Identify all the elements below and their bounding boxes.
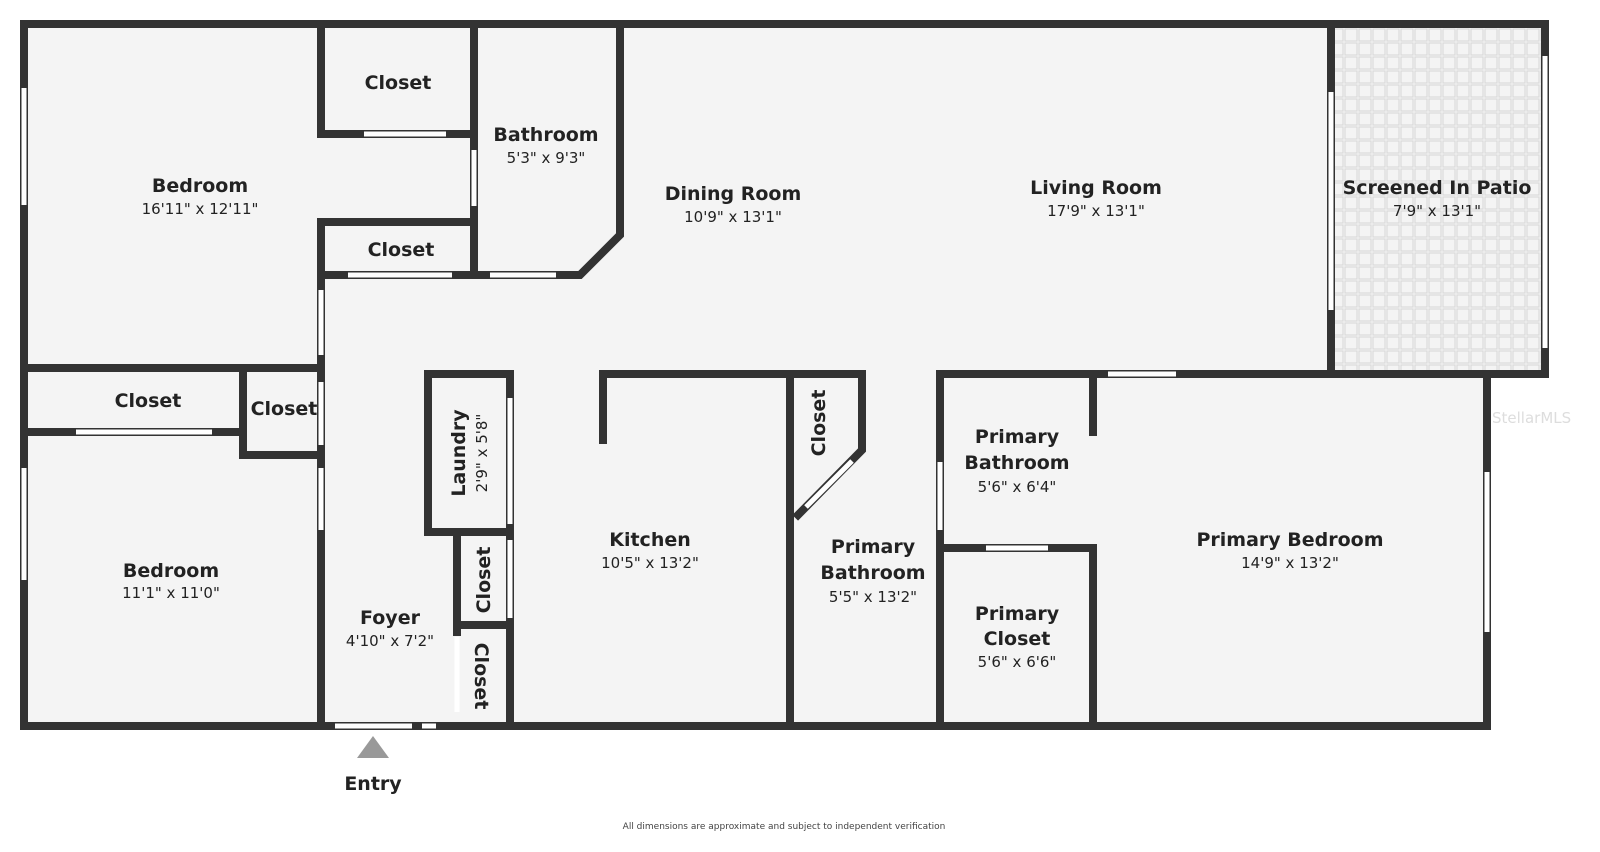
room-name-primary-bathroom-2: Primary — [975, 426, 1060, 448]
room-dims-dining-room: 10'9" x 13'1" — [684, 208, 782, 226]
room-name-bathroom: Bathroom — [493, 124, 598, 146]
room-dims-primary-closet: 5'6" x 6'6" — [978, 653, 1057, 671]
room-name-primary-bathroom: Bathroom — [820, 562, 925, 584]
entry-arrow-icon — [357, 736, 389, 758]
doors-windows — [21, 56, 1548, 729]
room-name-bedroom-2: Bedroom — [123, 560, 219, 582]
entry-label: Entry — [344, 773, 402, 795]
room-dims-kitchen: 10'5" x 13'2" — [601, 554, 699, 572]
watermark: StellarMLS — [1492, 409, 1571, 427]
room-name-closet: Closet — [365, 72, 432, 94]
room-dims-foyer: 4'10" x 7'2" — [346, 632, 434, 650]
room-name-closet: Closet — [808, 390, 830, 457]
room-dims-living-room: 17'9" x 13'1" — [1047, 202, 1145, 220]
room-name-closet: Closet — [115, 390, 182, 412]
room-name-primary-bathroom-2: Bathroom — [964, 452, 1069, 474]
room-name-living-room: Living Room — [1030, 177, 1162, 199]
patio-floor — [1331, 24, 1545, 374]
room-dims-primary-bathroom-2: 5'6" x 6'4" — [978, 478, 1057, 496]
room-dims-patio: 7'9" x 13'1" — [1393, 202, 1481, 220]
room-name-kitchen: Kitchen — [609, 529, 691, 551]
room-dims-primary-bedroom: 14'9" x 13'2" — [1241, 554, 1339, 572]
room-dims-bedroom: 16'11" x 12'11" — [142, 200, 259, 218]
room-name-closet: Closet — [470, 643, 492, 710]
room-name-closet: Closet — [368, 239, 435, 261]
room-name-closet: Closet — [473, 547, 495, 614]
room-name-dining-room: Dining Room — [665, 183, 802, 205]
disclaimer: All dimensions are approximate and subje… — [623, 822, 946, 832]
room-name-primary-bedroom: Primary Bedroom — [1196, 529, 1383, 551]
room-name-primary-bathroom: Primary — [831, 536, 916, 558]
room-name-patio: Screened In Patio — [1343, 177, 1532, 199]
room-dims-primary-bathroom: 5'5" x 13'2" — [829, 588, 917, 606]
room-name-bedroom: Bedroom — [152, 175, 248, 197]
room-name-closet: Closet — [251, 398, 318, 420]
room-name-primary-closet: Closet — [984, 628, 1051, 650]
room-name-foyer: Foyer — [360, 607, 421, 629]
room-name-laundry: Laundry — [448, 409, 470, 497]
room-dims-bedroom-2: 11'1" x 11'0" — [122, 584, 220, 602]
room-dims-bathroom: 5'3" x 9'3" — [507, 149, 586, 167]
room-name-primary-closet: Primary — [975, 603, 1060, 625]
room-dims-laundry: 2'9" x 5'8" — [473, 414, 491, 493]
